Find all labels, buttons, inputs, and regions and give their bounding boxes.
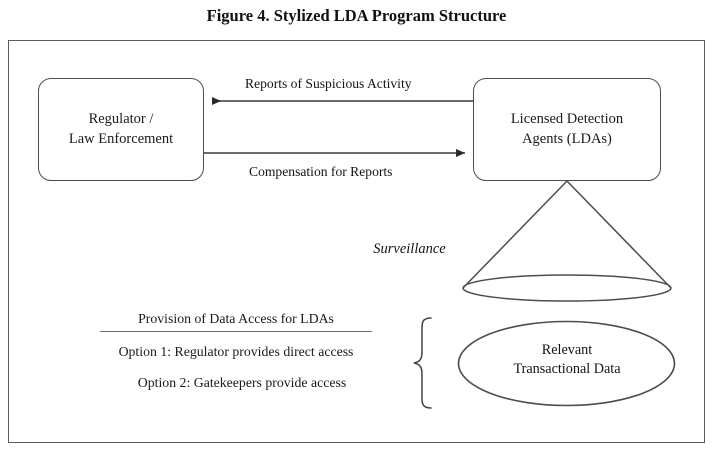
edge-label-reports-of-suspicious-activity: Reports of Suspicious Activity: [245, 76, 412, 91]
data-label-line-1: Relevant: [541, 342, 593, 358]
provision-option-2: Option 2: Gatekeepers provide access: [137, 375, 347, 390]
provision-divider: [100, 331, 372, 332]
licensed-detection-agents-box[interactable]: Licensed Detection Agents (LDAs): [473, 78, 661, 181]
provision-option-1: Option 1: Regulator provides direct acce…: [118, 344, 354, 359]
relevant-transactional-data-label: Relevant Transactional Data: [458, 341, 676, 379]
provision-header: Provision of Data Access for LDAs: [138, 311, 334, 326]
regulator-label-line-2: Law Enforcement: [68, 130, 174, 147]
regulator-law-enforcement-box[interactable]: Regulator / Law Enforcement: [38, 78, 204, 181]
edge-label-compensation-for-reports: Compensation for Reports: [249, 164, 393, 179]
lda-label-line-1: Licensed Detection: [510, 111, 624, 128]
lda-label-line-2: Agents (LDAs): [522, 130, 612, 147]
data-label-line-2: Transactional Data: [513, 361, 621, 378]
lda-label: Licensed Detection Agents (LDAs): [511, 110, 623, 148]
regulator-label: Regulator / Law Enforcement: [69, 110, 173, 148]
regulator-label-line-1: Regulator /: [88, 111, 154, 128]
provision-of-data-access-block: Provision of Data Access for LDAs Option…: [62, 311, 410, 391]
figure-title: Figure 4. Stylized LDA Program Structure: [206, 6, 507, 25]
